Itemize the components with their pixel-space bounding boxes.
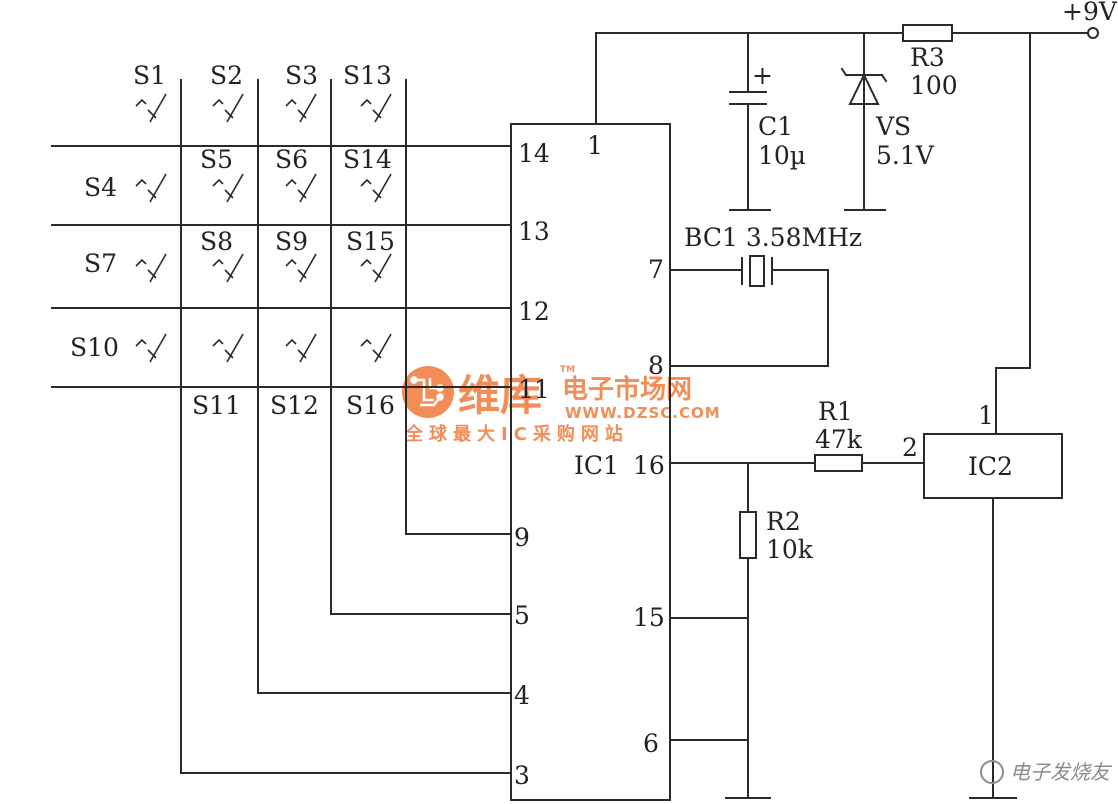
ic1-pin-13: 13	[518, 217, 550, 246]
label-s12: S12	[270, 391, 319, 420]
watermark-tagline: 电子市场网	[562, 374, 692, 405]
switch-s4	[135, 173, 167, 203]
keypad-switches	[135, 93, 392, 363]
footer-mark: 电子发烧友	[980, 760, 1113, 784]
footer-text: 电子发烧友	[1010, 760, 1113, 784]
label-s11: S11	[192, 391, 241, 420]
supply-terminal	[1087, 27, 1099, 39]
switch-s15	[360, 253, 392, 283]
switch-labels: S1 S2 S3 S13 S4 S5 S6 S14 S7 S8 S9 S15 S…	[70, 61, 395, 420]
label-s14: S14	[343, 145, 392, 174]
label-s4: S4	[84, 173, 117, 202]
ic1-pin-12: 12	[518, 297, 550, 326]
switch-s2	[212, 93, 244, 123]
ic1-pin-6: 6	[643, 729, 659, 758]
keypad-column-wires	[180, 79, 512, 774]
label-s1: S1	[133, 61, 166, 90]
label-s9: S9	[275, 227, 308, 256]
keypad-row-wires	[51, 145, 512, 388]
supply-label: +9V	[1062, 0, 1118, 26]
ic1-pin-7: 7	[648, 255, 664, 284]
switch-s12	[285, 333, 317, 363]
ic1-pin-15: 15	[633, 603, 665, 632]
switch-s8	[212, 253, 244, 283]
r3-name: R3	[910, 43, 945, 72]
ic2-label: IC2	[968, 452, 1013, 481]
label-s8: S8	[200, 227, 233, 256]
label-s7: S7	[84, 249, 117, 278]
ic1-pin-3: 3	[514, 761, 530, 790]
switch-s5	[212, 173, 244, 203]
ic1-pin-1: 1	[587, 131, 603, 160]
resistor-r2	[739, 511, 757, 559]
label-s10: S10	[70, 333, 119, 362]
c1-name: C1	[758, 112, 793, 141]
ic1-pin-9: 9	[514, 523, 530, 552]
ic2-ground	[969, 497, 1017, 799]
watermark-url: WWW.DZSC.COM	[565, 404, 721, 422]
ic1-pin-14: 14	[518, 139, 550, 168]
label-s13: S13	[343, 61, 392, 90]
switch-s1	[135, 93, 167, 123]
watermark-brand: 维库	[458, 371, 542, 420]
label-s5: S5	[200, 145, 233, 174]
ic1-pin-4: 4	[514, 681, 530, 710]
r1-value: 47k	[815, 425, 863, 454]
ic2-pin-2: 2	[902, 433, 918, 462]
switch-s10	[135, 333, 167, 363]
r3-value: 100	[910, 71, 958, 100]
vs-name: VS	[875, 112, 911, 141]
label-s16: S16	[346, 391, 395, 420]
crystal-bc1	[669, 255, 829, 367]
ic1-pin-labels: 1 14 13 12 11 7 8 16 15 6 9 5 4 3 IC1	[514, 131, 665, 790]
watermark-tm: TM	[560, 365, 575, 375]
ic1-pin-5: 5	[514, 601, 530, 630]
ic1-label: IC1	[574, 451, 619, 480]
label-s2: S2	[210, 61, 243, 90]
zener-diode-vs	[840, 67, 888, 105]
dzsc-logo-icon	[402, 366, 454, 418]
c1-plus: +	[752, 61, 773, 90]
r1-name: R1	[818, 397, 853, 426]
switch-s11	[212, 333, 244, 363]
watermark-slogan: 全球最大IC采购网站	[404, 423, 629, 445]
switch-s16	[360, 333, 392, 363]
power-rail	[595, 32, 1089, 435]
c1-value: 10µ	[758, 141, 806, 170]
switch-s3	[285, 93, 317, 123]
ic1-pin-16: 16	[633, 451, 665, 480]
switch-s6	[285, 173, 317, 203]
label-s3: S3	[285, 61, 318, 90]
bc1-label: BC1 3.58MHz	[684, 223, 862, 252]
switch-s14	[360, 173, 392, 203]
switch-s13	[360, 93, 392, 123]
ic1-pin-8: 8	[648, 351, 664, 380]
r2-name: R2	[766, 507, 801, 536]
ic2-pin-1: 1	[978, 401, 994, 430]
resistor-r1	[814, 454, 863, 472]
capacitor-c1	[729, 91, 767, 105]
vs-value: 5.1V	[876, 141, 935, 170]
dzsc-watermark: 维库 电子市场网 WWW.DZSC.COM 全球最大IC采购网站 TM	[402, 365, 721, 445]
switch-s7	[135, 253, 167, 283]
resistor-r3	[902, 24, 953, 42]
switch-s9	[285, 253, 317, 283]
output-network	[669, 462, 925, 799]
label-s15: S15	[346, 227, 395, 256]
r2-value: 10k	[766, 535, 814, 564]
elecfans-logo-icon	[980, 760, 1004, 784]
label-s6: S6	[275, 145, 308, 174]
ic1-pin-11: 11	[518, 375, 550, 404]
